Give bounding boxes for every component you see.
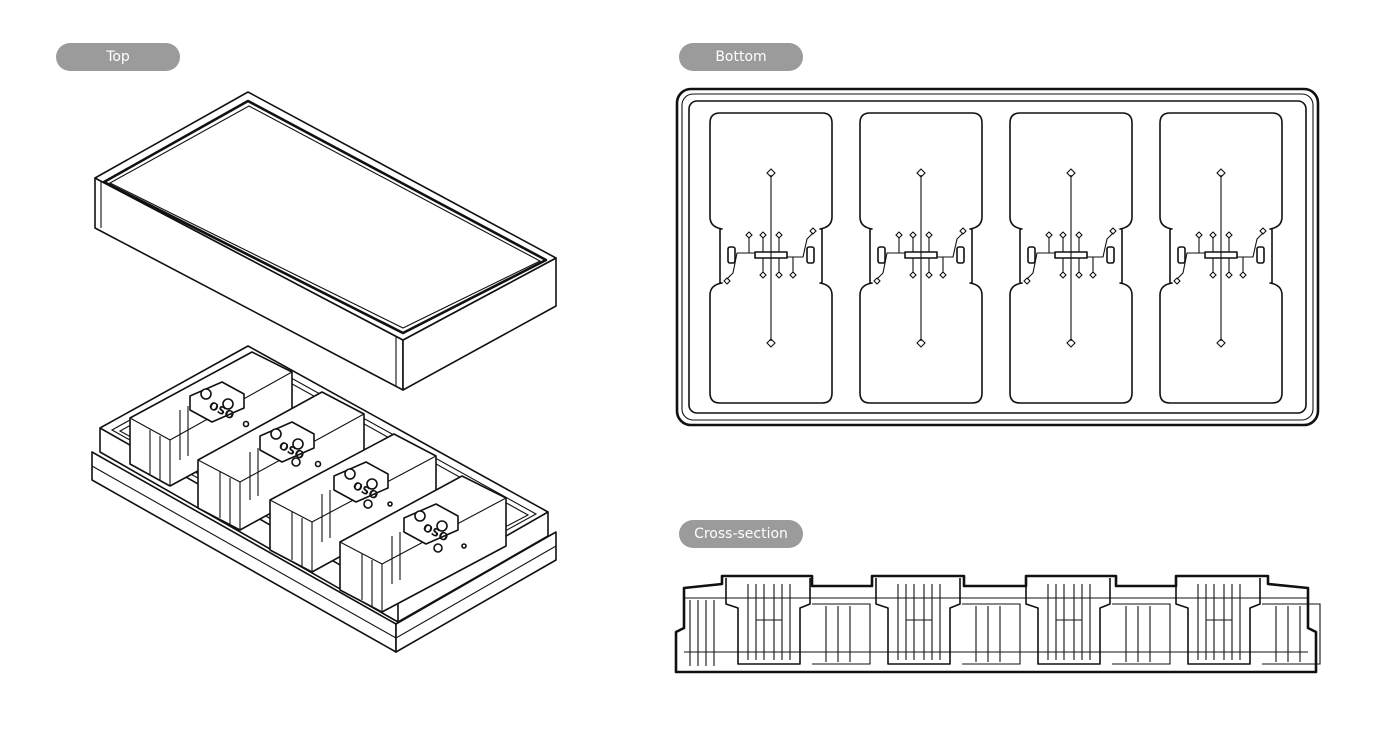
cavity-outline <box>859 112 983 404</box>
port <box>723 277 731 285</box>
outlet-port <box>766 338 776 348</box>
port <box>1209 271 1217 279</box>
bottom-view-label: Bottom <box>679 43 803 71</box>
port <box>1173 277 1181 285</box>
port <box>1059 231 1067 239</box>
cavity-outline <box>1009 112 1133 404</box>
chamber <box>1204 251 1238 259</box>
port <box>939 271 947 279</box>
port <box>1075 231 1083 239</box>
port <box>1059 271 1067 279</box>
gap-region <box>962 603 1021 665</box>
bottom-cavity-1 <box>709 112 833 404</box>
tray-cavity-4 <box>339 475 507 613</box>
port <box>1075 271 1083 279</box>
bottom-view-drawing <box>675 87 1320 427</box>
port <box>775 271 783 279</box>
slot-left <box>1177 246 1186 264</box>
slot-right <box>1256 246 1265 264</box>
pocket-wall <box>1175 578 1261 665</box>
port <box>775 231 783 239</box>
inlet-port <box>1066 168 1076 178</box>
port <box>759 271 767 279</box>
cross-section-pocket-2 <box>875 578 1021 665</box>
port <box>1239 271 1247 279</box>
chamber <box>1054 251 1088 259</box>
slot-left <box>727 246 736 264</box>
branch-channel <box>787 232 814 258</box>
cavity-outline <box>709 112 833 404</box>
port <box>1209 231 1217 239</box>
chamber <box>754 251 788 259</box>
slot-left <box>877 246 886 264</box>
port <box>1259 227 1267 235</box>
chamber <box>904 251 938 259</box>
cross-section-pocket-1 <box>725 578 871 665</box>
branch-channel <box>937 232 964 258</box>
port <box>789 271 797 279</box>
port <box>909 271 917 279</box>
branch-channel <box>1237 232 1264 258</box>
pocket-wall <box>725 578 811 665</box>
bottom-cavity-3 <box>1009 112 1133 404</box>
branch-channel <box>1026 252 1055 280</box>
cross-section-pocket-3 <box>1025 578 1171 665</box>
port <box>1023 277 1031 285</box>
cross-section-pocket-4 <box>1175 578 1321 665</box>
cross-section-view-label: Cross-section <box>679 520 803 548</box>
pocket-wall <box>875 578 961 665</box>
slot-right <box>806 246 815 264</box>
cross-section-drawing <box>674 574 1321 674</box>
gap-region <box>1112 603 1171 665</box>
chip-4: OSO <box>403 503 459 553</box>
slot-left <box>1027 246 1036 264</box>
pocket-wall <box>1025 578 1111 665</box>
bottom-cavity-4 <box>1159 112 1283 404</box>
outlet-port <box>916 338 926 348</box>
port <box>759 231 767 239</box>
top-view-label: Top <box>56 43 180 71</box>
bottom-cavity-2 <box>859 112 983 404</box>
slot-right <box>1106 246 1115 264</box>
port <box>925 271 933 279</box>
outlet-port <box>1066 338 1076 348</box>
port <box>1225 271 1233 279</box>
port <box>873 277 881 285</box>
inlet-port <box>766 168 776 178</box>
inlet-port <box>916 168 926 178</box>
branch-channel <box>1176 252 1205 280</box>
port <box>809 227 817 235</box>
branch-channel <box>726 252 755 280</box>
port <box>909 231 917 239</box>
port <box>1225 231 1233 239</box>
gap-region <box>812 603 871 665</box>
outlet-port <box>1216 338 1226 348</box>
lid-drawing <box>94 91 557 391</box>
port <box>895 231 903 239</box>
port <box>1089 271 1097 279</box>
port <box>745 231 753 239</box>
gap-region <box>1262 603 1321 665</box>
cavity-outline <box>1159 112 1283 404</box>
branch-channel <box>876 252 905 280</box>
inlet-port <box>1216 168 1226 178</box>
chip-3: OSO <box>333 461 389 509</box>
port <box>1195 231 1203 239</box>
chip-2: OSO <box>259 421 315 467</box>
slot-right <box>956 246 965 264</box>
port <box>1045 231 1053 239</box>
port <box>1109 227 1117 235</box>
tray-drawing: OSO OSO OSO OSO <box>91 345 557 653</box>
port <box>959 227 967 235</box>
chip-1: OSO <box>189 381 245 423</box>
port <box>925 231 933 239</box>
branch-channel <box>1087 232 1114 258</box>
